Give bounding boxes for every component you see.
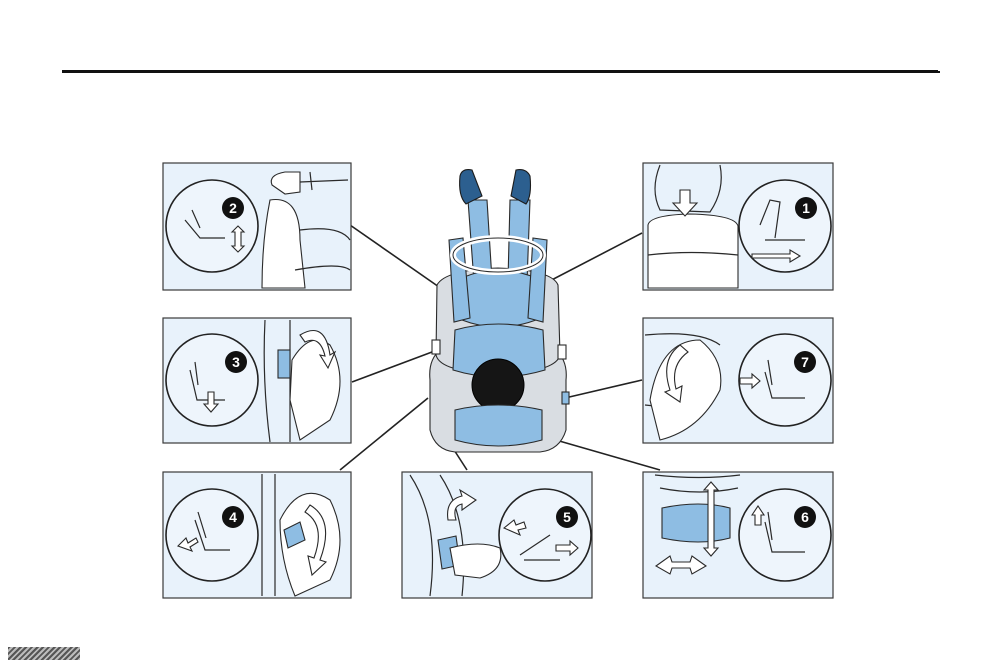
- panel-5-cushion-icon: [519, 534, 560, 561]
- leader-line-7: [564, 379, 643, 399]
- panel-7-seat-icon: [764, 359, 805, 399]
- panel-4-knob: [283, 521, 306, 549]
- panel-6-inset: [738, 488, 832, 582]
- panel-3-seat-side: [263, 319, 291, 443]
- panel-6-headrest: [661, 503, 731, 543]
- step-5-badge: [556, 506, 578, 528]
- center-seat-top-view: [429, 169, 570, 453]
- panel-5-inset: [498, 488, 592, 582]
- panel-step-2: 2: [162, 162, 352, 291]
- step-6-number: 6: [801, 509, 809, 525]
- step-7-number: 7: [801, 354, 809, 370]
- panel-4-seat-icon: [194, 511, 230, 551]
- panel-4-seat-side: [261, 474, 276, 596]
- step-6-badge: [794, 506, 816, 528]
- down-arrow-icon: [671, 189, 699, 217]
- tilt-arrow-icon: [502, 519, 527, 537]
- lap: [461, 269, 537, 328]
- side-control: [561, 391, 570, 405]
- down-arrow-icon-3: [202, 391, 220, 413]
- header-rule-end: [938, 71, 940, 73]
- panel-1-seat-front: [647, 213, 739, 289]
- rotate-arrow-icon-7: [663, 344, 689, 403]
- panel-2-seat-icon: [184, 209, 225, 239]
- left-right-arrow-icon: [654, 555, 708, 575]
- lumbar-knob: [557, 344, 567, 360]
- panel-2-seat-lines: [294, 228, 351, 271]
- step-4-number: 4: [229, 509, 237, 525]
- panel-1-seat-icon: [759, 199, 805, 241]
- driver-head: [471, 358, 525, 412]
- right-arrow-icon-7: [739, 372, 761, 390]
- step-1-number: 1: [802, 200, 810, 216]
- header-rule: [62, 70, 938, 73]
- headrest: [454, 404, 543, 447]
- step-3-number: 3: [232, 354, 240, 370]
- panel-1-seat-seam: [647, 251, 739, 256]
- right-arrow-icon-5: [555, 539, 579, 557]
- steering-wheel-outline: [452, 237, 544, 273]
- panel-2-inset: [165, 179, 259, 273]
- panel-2-rail: [299, 171, 349, 191]
- panel-2-hand: [261, 198, 306, 289]
- panel-step-6: 6: [642, 471, 834, 599]
- page-footer-mark: [8, 647, 80, 660]
- up-down-arrow-icon: [230, 225, 246, 253]
- panel-6-seat-icon: [764, 511, 805, 553]
- panel-4-hand: [279, 492, 341, 597]
- panel-3-lever: [277, 349, 291, 379]
- leader-line-4: [339, 397, 429, 471]
- up-down-arrow-icon-6: [702, 481, 720, 557]
- step-5-number: 5: [563, 509, 571, 525]
- leader-line-3: [351, 351, 433, 383]
- step-4-badge: [222, 506, 244, 528]
- panel-step-1: 1: [642, 162, 834, 291]
- up-arrow-icon-5: [447, 488, 477, 521]
- panel-step-4: 4: [162, 471, 352, 599]
- panel-4-inset: [165, 488, 259, 582]
- rotate-arrow-icon: [299, 330, 337, 370]
- panel-3-seat-icon: [189, 361, 225, 401]
- recline-arrow-icon: [176, 537, 199, 552]
- forward-arrow-icon: [751, 249, 802, 263]
- panel-3-inset: [165, 333, 259, 427]
- step-7-badge: [794, 351, 816, 373]
- panel-step-7: 7: [642, 317, 834, 444]
- panel-2-handle: [270, 171, 301, 195]
- rotate-arrow-icon-4: [304, 504, 328, 577]
- step-2-badge: [222, 197, 244, 219]
- step-3-badge: [225, 351, 247, 373]
- panel-5-hand: [449, 543, 502, 579]
- recline-lever: [431, 339, 441, 355]
- panel-5-seat-side: [409, 474, 465, 597]
- panel-step-5: 5: [401, 471, 593, 599]
- panel-step-3: 3: [162, 317, 352, 444]
- panel-6-headrest-lines: [654, 474, 741, 493]
- right-shoe: [510, 169, 532, 205]
- step-2-number: 2: [229, 200, 237, 216]
- step-1-badge: [795, 197, 817, 219]
- up-arrow-icon-6: [750, 505, 766, 526]
- left-shoe: [459, 169, 483, 205]
